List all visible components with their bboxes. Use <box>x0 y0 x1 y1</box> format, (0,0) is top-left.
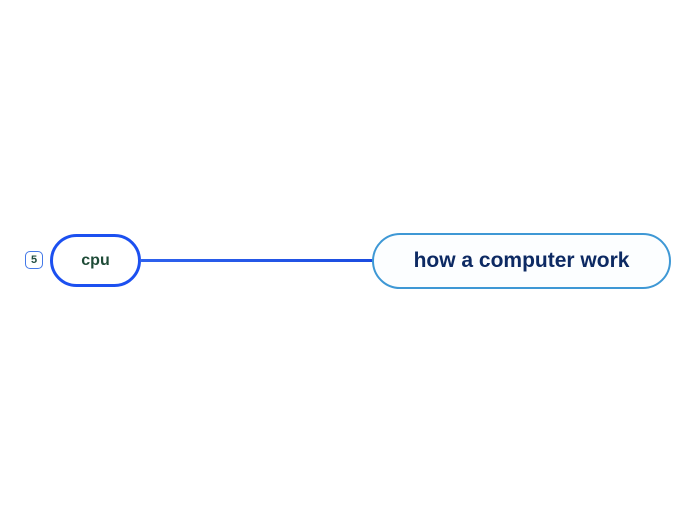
collapsed-children-count-badge[interactable]: 5 <box>25 251 43 269</box>
topic-node-cpu[interactable]: cpu <box>50 234 141 287</box>
branch-connector-line <box>140 259 374 262</box>
topic-label: how a computer work <box>413 249 630 272</box>
topic-label: cpu <box>81 251 110 269</box>
topic-node-root[interactable]: how a computer work <box>372 233 671 289</box>
